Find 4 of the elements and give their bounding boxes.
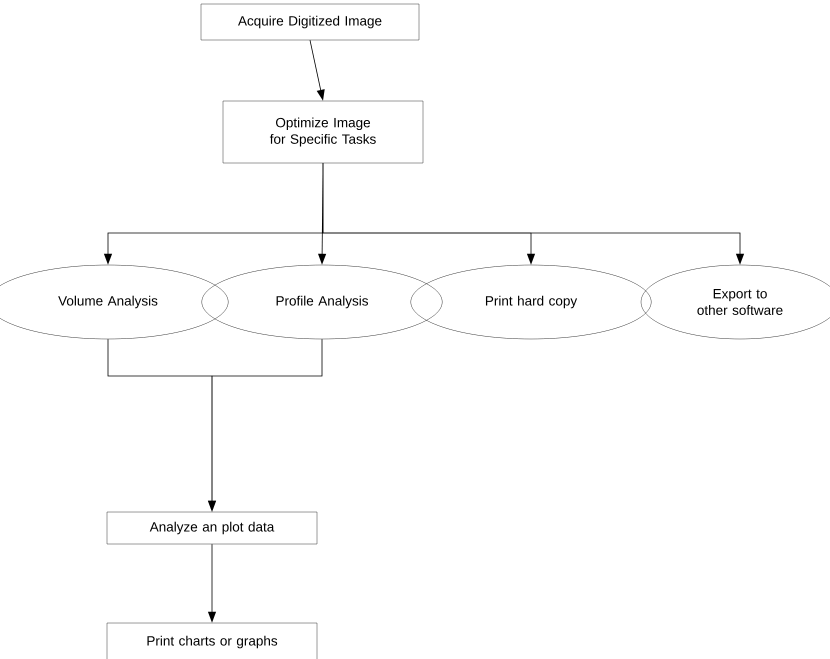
process-box: Analyze an plot data [106, 512, 318, 544]
process-box: Optimize Image for Specific Tasks [222, 100, 424, 164]
process-box: Print charts or graphs [106, 622, 318, 659]
process-box: Acquire Digitized Image [200, 4, 420, 40]
